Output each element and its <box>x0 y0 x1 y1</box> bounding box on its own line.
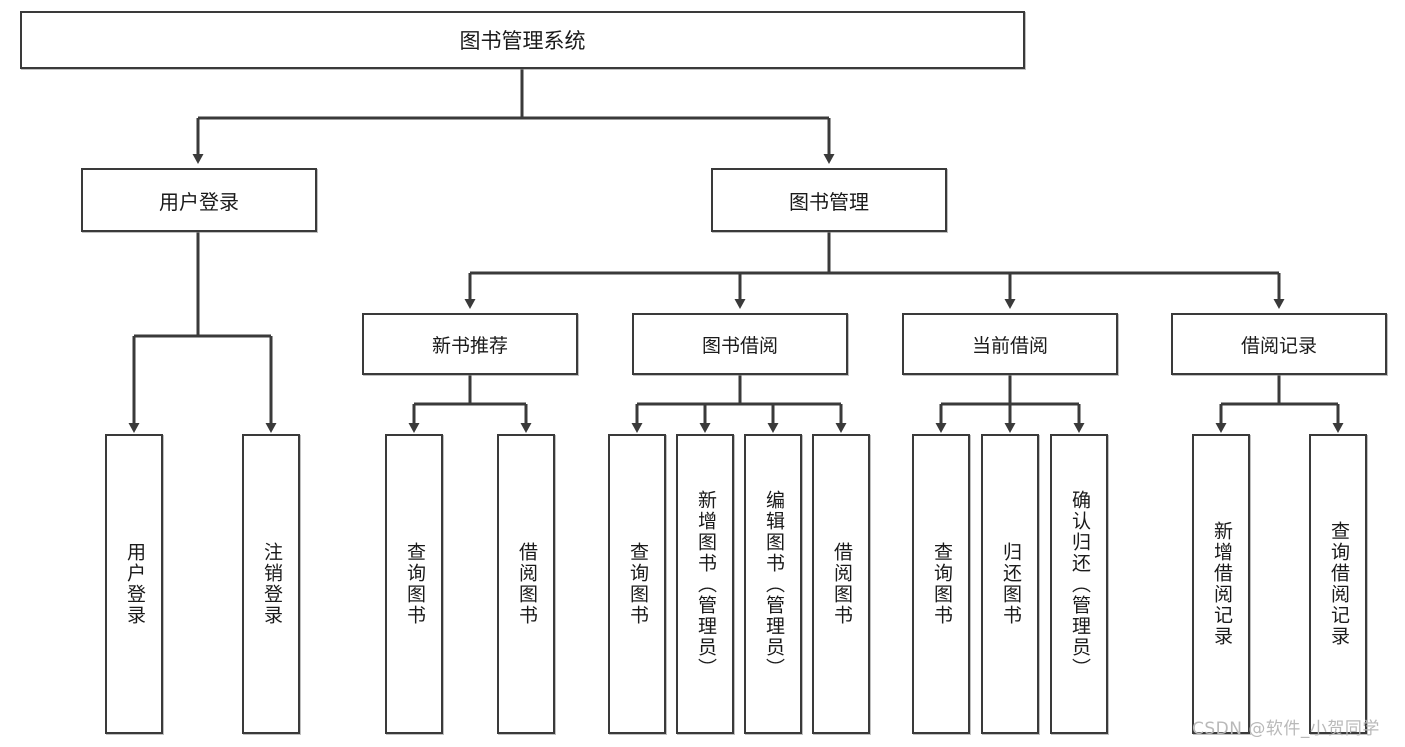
leaf-query-book-recommend[interactable]: 查询图书 <box>385 434 443 734</box>
node-current-borrow-label: 当前借阅 <box>971 334 1048 357</box>
node-current-borrow[interactable]: 当前借阅 <box>902 313 1118 375</box>
node-book-borrow[interactable]: 图书借阅 <box>632 313 848 375</box>
leaf-logout-label: 注销登录 <box>260 542 283 626</box>
leaf-add-borrow-record-label: 新增借阅记录 <box>1210 521 1233 647</box>
leaf-confirm-return-admin-label: 确认归还（管理员） <box>1068 489 1091 679</box>
leaf-borrow-book[interactable]: 借阅图书 <box>812 434 870 734</box>
leaf-user-login-label: 用户登录 <box>123 542 146 626</box>
node-borrow-record[interactable]: 借阅记录 <box>1171 313 1387 375</box>
leaf-return-book[interactable]: 归还图书 <box>981 434 1039 734</box>
node-book-management-label: 图书管理 <box>789 189 869 214</box>
leaf-query-book-current[interactable]: 查询图书 <box>912 434 970 734</box>
leaf-confirm-return-admin[interactable]: 确认归还（管理员） <box>1050 434 1108 734</box>
leaf-return-book-label: 归还图书 <box>999 542 1022 626</box>
leaf-query-book-current-label: 查询图书 <box>930 542 953 626</box>
node-user-login[interactable]: 用户登录 <box>81 168 317 232</box>
leaf-borrow-book-label: 借阅图书 <box>830 542 853 626</box>
node-borrow-record-label: 借阅记录 <box>1240 334 1317 357</box>
leaf-add-book-admin-label: 新增图书（管理员） <box>694 489 717 679</box>
leaf-query-borrow-record[interactable]: 查询借阅记录 <box>1309 434 1367 734</box>
node-book-management[interactable]: 图书管理 <box>711 168 947 232</box>
leaf-edit-book-admin-label: 编辑图书（管理员） <box>762 489 785 679</box>
leaf-borrow-book-recommend[interactable]: 借阅图书 <box>497 434 555 734</box>
leaf-user-login[interactable]: 用户登录 <box>105 434 163 734</box>
node-root[interactable]: 图书管理系统 <box>20 11 1025 69</box>
leaf-query-borrow-record-label: 查询借阅记录 <box>1327 521 1350 647</box>
node-root-label: 图书管理系统 <box>459 29 586 53</box>
csdn-watermark: CSDN @软件_小贺同学 <box>1192 719 1380 739</box>
leaf-add-borrow-record[interactable]: 新增借阅记录 <box>1192 434 1250 734</box>
leaf-logout[interactable]: 注销登录 <box>242 434 300 734</box>
node-new-book-recommend-label: 新书推荐 <box>431 334 508 357</box>
leaf-edit-book-admin[interactable]: 编辑图书（管理员） <box>744 434 802 734</box>
leaf-query-book-borrow-label: 查询图书 <box>626 542 649 626</box>
leaf-add-book-admin[interactable]: 新增图书（管理员） <box>676 434 734 734</box>
node-new-book-recommend[interactable]: 新书推荐 <box>362 313 578 375</box>
leaf-borrow-book-recommend-label: 借阅图书 <box>515 542 538 626</box>
leaf-query-book-borrow[interactable]: 查询图书 <box>608 434 666 734</box>
leaf-query-book-recommend-label: 查询图书 <box>403 542 426 626</box>
node-book-borrow-label: 图书借阅 <box>701 334 778 357</box>
node-user-login-label: 用户登录 <box>159 189 239 214</box>
